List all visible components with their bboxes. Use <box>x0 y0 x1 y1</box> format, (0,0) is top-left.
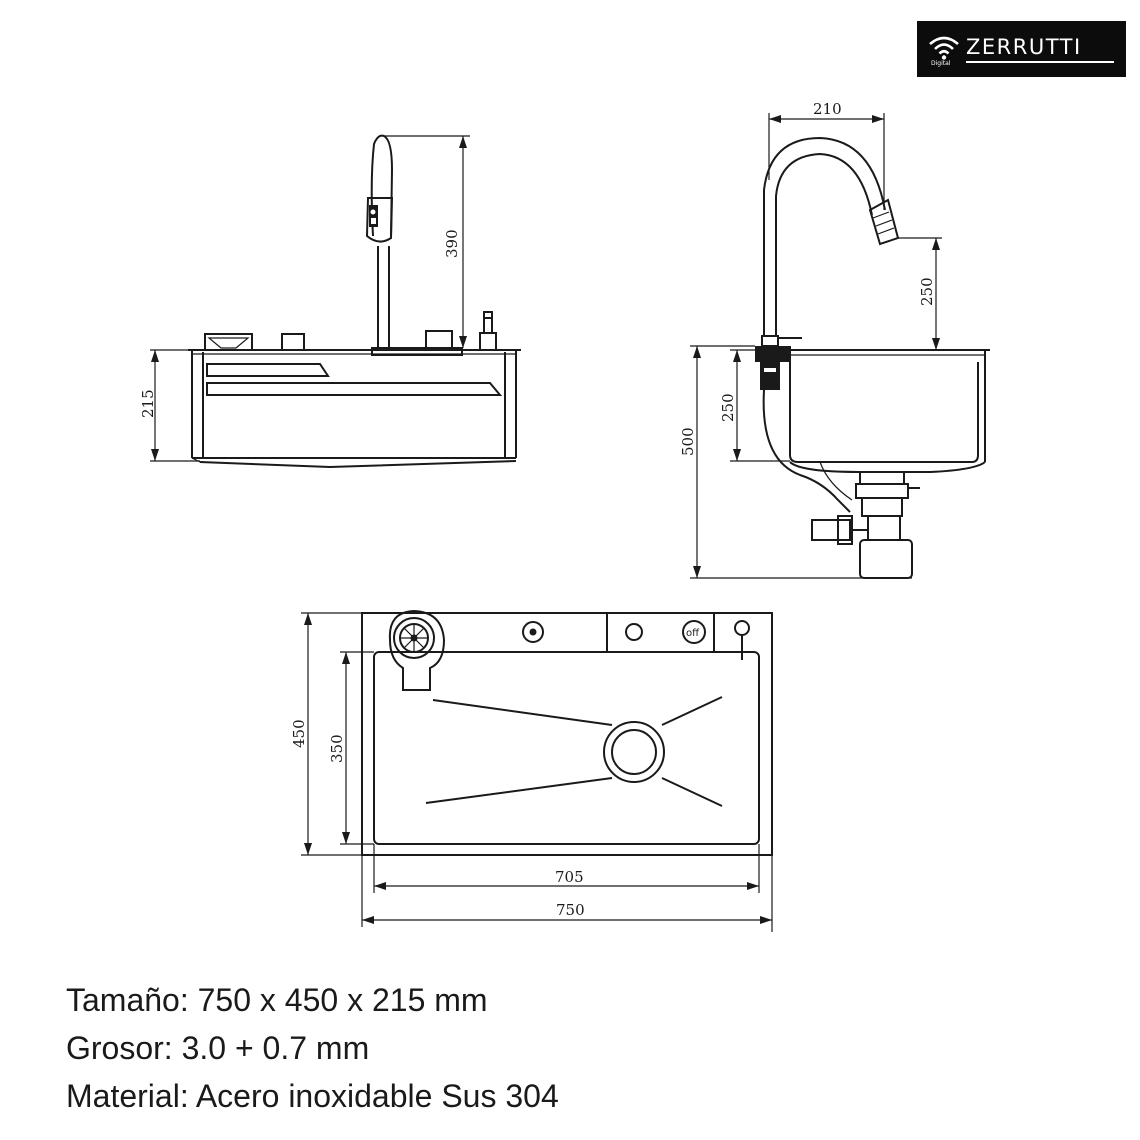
dim-250-spout-label: 250 <box>918 277 936 306</box>
dim-210-label: 210 <box>813 100 842 118</box>
dim-450: 450 <box>290 612 362 856</box>
dim-705: 705 <box>373 844 760 893</box>
dim-215: 215 <box>139 349 200 462</box>
dim-500: 500 <box>679 345 912 579</box>
power-off-button[interactable] <box>682 620 706 644</box>
front-slots <box>206 363 503 396</box>
brand-underline <box>966 61 1114 63</box>
power-off-label: off <box>686 628 700 639</box>
brand-sub: Digital <box>931 60 951 67</box>
dim-750: 750 <box>361 855 773 932</box>
spec-size: Tamaño: 750 x 450 x 215 mm <box>66 982 488 1018</box>
dim-250-bowl: 250 <box>719 349 790 462</box>
side-view: 210 250 250 <box>679 100 990 579</box>
dim-250-bowl-label: 250 <box>719 393 737 422</box>
top-outer-rim <box>361 612 773 856</box>
top-control-panel: off <box>522 612 750 660</box>
front-faucet <box>365 134 463 356</box>
dim-210: 210 <box>768 100 885 210</box>
dim-350-label: 350 <box>328 734 346 763</box>
spec-list: Tamaño: 750 x 450 x 215 mm Grosor: 3.0 +… <box>66 976 559 1120</box>
spec-material: Material: Acero inoxidable Sus 304 <box>66 1078 559 1114</box>
dim-250-spout: 250 <box>898 237 942 350</box>
spec-thickness: Grosor: 3.0 + 0.7 mm <box>66 1030 370 1066</box>
dim-705-label: 705 <box>555 868 584 886</box>
wifi-icon <box>929 36 959 60</box>
cup-washer <box>388 609 446 691</box>
front-view: 390 215 <box>139 134 521 469</box>
dim-450-label: 450 <box>290 719 308 748</box>
dim-750-label: 750 <box>556 901 585 919</box>
side-faucet <box>755 136 900 390</box>
brand-logo: ZERRUTTI Digital <box>917 21 1126 77</box>
dim-215-label: 215 <box>139 389 157 418</box>
front-sink-body <box>188 349 521 469</box>
drain-guides <box>425 696 723 807</box>
side-drain <box>762 389 920 579</box>
top-view: off <box>290 609 773 932</box>
dim-390-label: 390 <box>443 229 461 258</box>
side-bowl <box>760 349 990 473</box>
dim-500-label: 500 <box>679 427 697 456</box>
dim-390: 390 <box>384 135 470 348</box>
brand-name: ZERRUTTI <box>966 35 1082 59</box>
front-accessories <box>204 311 497 351</box>
dim-350: 350 <box>328 651 374 845</box>
